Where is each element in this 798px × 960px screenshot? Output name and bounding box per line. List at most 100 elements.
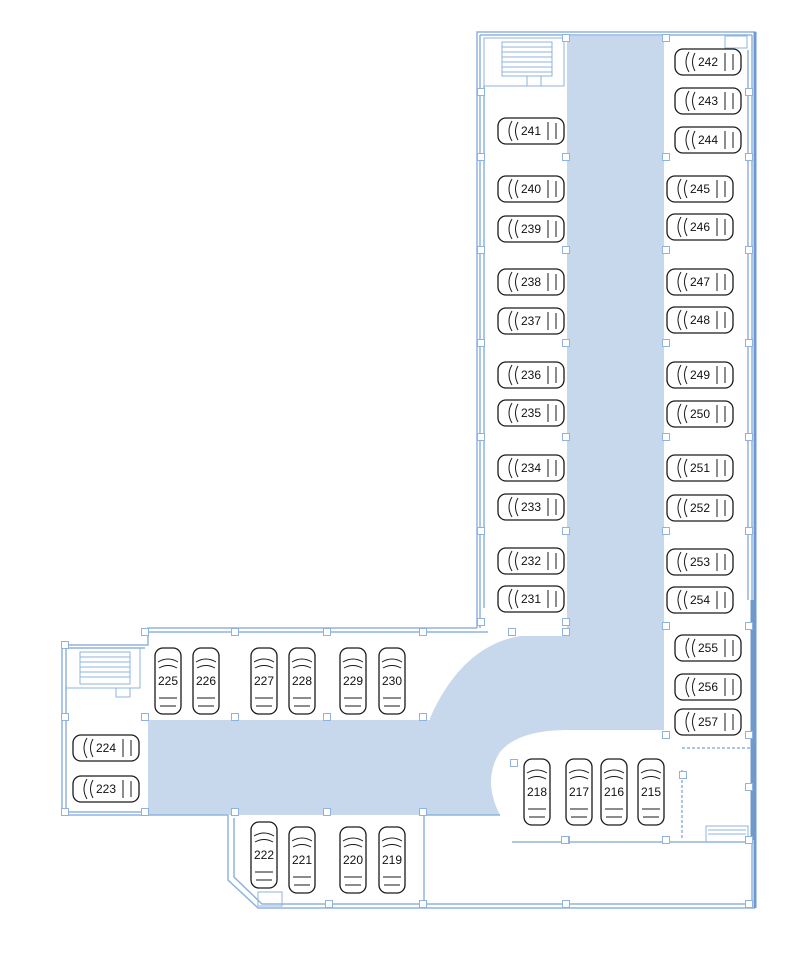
car-windshield bbox=[508, 550, 513, 572]
column bbox=[662, 153, 670, 161]
column bbox=[477, 246, 485, 254]
car-roof-front bbox=[343, 844, 363, 848]
car-windshield bbox=[685, 90, 690, 112]
column bbox=[662, 339, 670, 347]
car-roof-front bbox=[292, 844, 312, 848]
parking-space-249: 249 bbox=[666, 361, 734, 389]
car-roof-front bbox=[382, 665, 402, 669]
parking-space-label: 245 bbox=[690, 182, 710, 196]
parking-space-label: 237 bbox=[521, 314, 541, 328]
column bbox=[477, 618, 485, 626]
column bbox=[562, 900, 570, 908]
car-windshield bbox=[677, 497, 682, 519]
column bbox=[745, 622, 753, 630]
column bbox=[477, 527, 485, 535]
parking-space-240: 240 bbox=[497, 175, 565, 203]
column bbox=[562, 339, 570, 347]
parking-space-label: 228 bbox=[292, 674, 312, 688]
column bbox=[745, 731, 753, 739]
parking-space-218: 218 bbox=[523, 758, 551, 826]
car-roof-front bbox=[515, 551, 519, 571]
parking-space-label: 238 bbox=[521, 275, 541, 289]
parking-space-label: 226 bbox=[196, 674, 216, 688]
parking-space-219: 219 bbox=[378, 826, 406, 894]
column bbox=[141, 628, 149, 636]
car-roof-front bbox=[684, 272, 688, 292]
car-roof-front bbox=[515, 458, 519, 478]
car-roof-front bbox=[692, 52, 696, 72]
parking-space-label: 218 bbox=[527, 785, 547, 799]
car-roof-front bbox=[515, 497, 519, 517]
column bbox=[745, 339, 753, 347]
parking-space-252: 252 bbox=[666, 494, 734, 522]
parking-space-label: 243 bbox=[698, 94, 718, 108]
parking-space-245: 245 bbox=[666, 175, 734, 203]
car-windshield bbox=[685, 51, 690, 73]
car-windshield bbox=[685, 637, 690, 659]
car-roof-front bbox=[515, 403, 519, 423]
car-roof-front bbox=[158, 665, 178, 669]
column bbox=[745, 88, 753, 96]
column bbox=[231, 713, 239, 721]
column bbox=[477, 153, 485, 161]
parking-space-label: 257 bbox=[698, 715, 718, 729]
parking-space-231: 231 bbox=[497, 585, 565, 613]
car-windshield bbox=[195, 658, 217, 663]
car-roof-front bbox=[515, 589, 519, 609]
car-windshield bbox=[677, 216, 682, 238]
staircase-left bbox=[65, 647, 141, 698]
car-windshield bbox=[640, 769, 662, 774]
parking-space-label: 247 bbox=[690, 275, 710, 289]
car-windshield bbox=[508, 402, 513, 424]
car-roof-front bbox=[292, 665, 312, 669]
parking-space-221: 221 bbox=[288, 826, 316, 894]
parking-space-230: 230 bbox=[378, 647, 406, 715]
car-windshield bbox=[685, 711, 690, 733]
car-roof-front bbox=[254, 839, 274, 843]
column bbox=[745, 153, 753, 161]
column bbox=[662, 731, 670, 739]
column bbox=[477, 88, 485, 96]
car-roof-front bbox=[692, 712, 696, 732]
car-roof-front bbox=[684, 217, 688, 237]
car-roof-front bbox=[604, 776, 624, 780]
column bbox=[61, 808, 69, 816]
parking-space-241: 241 bbox=[497, 117, 565, 145]
parking-space-235: 235 bbox=[497, 399, 565, 427]
car-windshield bbox=[568, 769, 590, 774]
parking-space-label: 256 bbox=[698, 680, 718, 694]
parking-space-label: 233 bbox=[521, 500, 541, 514]
car-windshield bbox=[526, 769, 548, 774]
parking-space-255: 255 bbox=[674, 634, 742, 662]
parking-space-217: 217 bbox=[565, 758, 593, 826]
column bbox=[562, 618, 570, 626]
parking-space-257: 257 bbox=[674, 708, 742, 736]
car-roof-front bbox=[684, 458, 688, 478]
car-roof-front bbox=[515, 311, 519, 331]
parking-space-250: 250 bbox=[666, 400, 734, 428]
column bbox=[61, 713, 69, 721]
car-roof-front bbox=[684, 552, 688, 572]
column bbox=[323, 628, 331, 636]
parking-space-label: 250 bbox=[690, 407, 710, 421]
column bbox=[419, 713, 427, 721]
parking-space-label: 234 bbox=[521, 461, 541, 475]
car-windshield bbox=[677, 457, 682, 479]
car-roof-front bbox=[641, 776, 661, 780]
car-roof-front bbox=[515, 121, 519, 141]
parking-space-253: 253 bbox=[666, 548, 734, 576]
parking-space-label: 224 bbox=[96, 741, 116, 755]
car-windshield bbox=[83, 778, 88, 800]
car-windshield bbox=[83, 737, 88, 759]
column bbox=[323, 808, 331, 816]
staircase-bottom bbox=[257, 825, 749, 907]
column bbox=[323, 713, 331, 721]
car-roof-front bbox=[196, 665, 216, 669]
column bbox=[141, 808, 149, 816]
column bbox=[508, 628, 516, 636]
car-windshield bbox=[677, 403, 682, 425]
car-windshield bbox=[381, 658, 403, 663]
car-roof-front bbox=[684, 590, 688, 610]
car-windshield bbox=[508, 496, 513, 518]
parking-space-label: 217 bbox=[569, 785, 589, 799]
